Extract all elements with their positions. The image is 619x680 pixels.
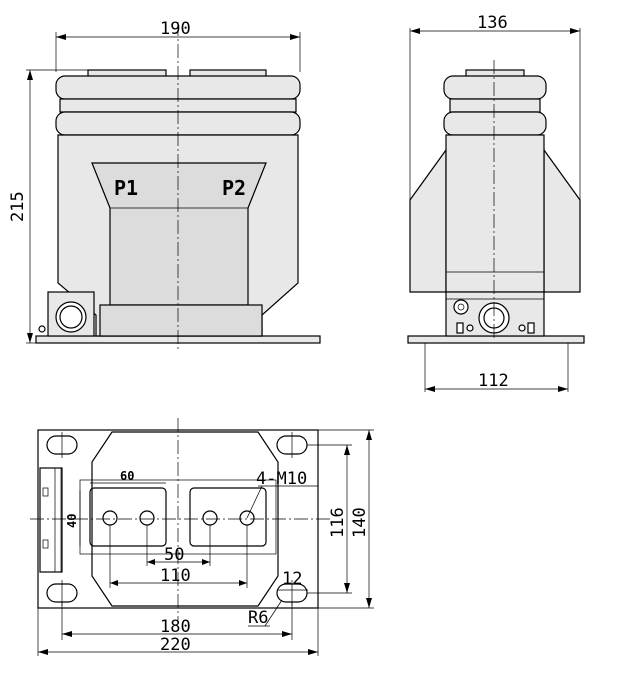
side-terminal-right [527,322,535,334]
front-height-dim: 215 [8,191,28,222]
terminal-p1-label: P1 [114,176,138,200]
front-bushing-inner [59,305,83,329]
slot-height-dim: 40 [65,514,79,528]
primary-opening-left [89,487,167,547]
bottom-terminal-block [39,467,63,573]
side-ring-lower [443,111,547,136]
slot-length-dim: 12 [282,569,302,589]
mount-length-dim: 180 [160,617,191,637]
side-view: 136 112 [407,13,585,392]
slot-width-dim: 60 [120,469,134,483]
side-ground-left-icon [466,324,474,332]
bottom-body-outline [91,431,279,607]
side-skirt-left [409,148,447,293]
bolt-hole-2 [139,510,155,526]
bolt-pair-spacing-dim: 50 [164,545,184,565]
front-ground-mark [38,325,46,333]
front-width-dim: 190 [160,19,191,39]
side-screw [453,299,469,315]
side-width-dim: 136 [477,13,508,33]
bolt-hole-1 [102,510,118,526]
bolt-outer-spacing-dim: 110 [160,566,191,586]
side-skirt-right [543,148,581,293]
side-base-dim: 112 [478,371,509,391]
bolt-hole-3 [202,510,218,526]
side-base-plate [407,335,585,344]
overall-width-dim: 140 [350,507,370,538]
overall-length-dim: 220 [160,635,191,655]
bottom-view: 60 40 4-M10 50 110 12 R6 180 [30,418,374,656]
mount-width-dim: 116 [328,507,348,538]
side-ring-top [443,75,547,100]
bolt-spec-label: 4-M10 [256,469,307,489]
front-lower-block [99,304,263,337]
side-terminal-left [456,322,464,334]
primary-opening-right [189,487,267,547]
side-body [445,134,545,293]
front-view: P1 P2 190 215 [8,19,321,352]
terminal-p2-label: P2 [222,176,246,200]
radius-label: R6 [248,608,268,628]
side-ground-right-icon [518,324,526,332]
side-ring-middle [449,98,541,113]
